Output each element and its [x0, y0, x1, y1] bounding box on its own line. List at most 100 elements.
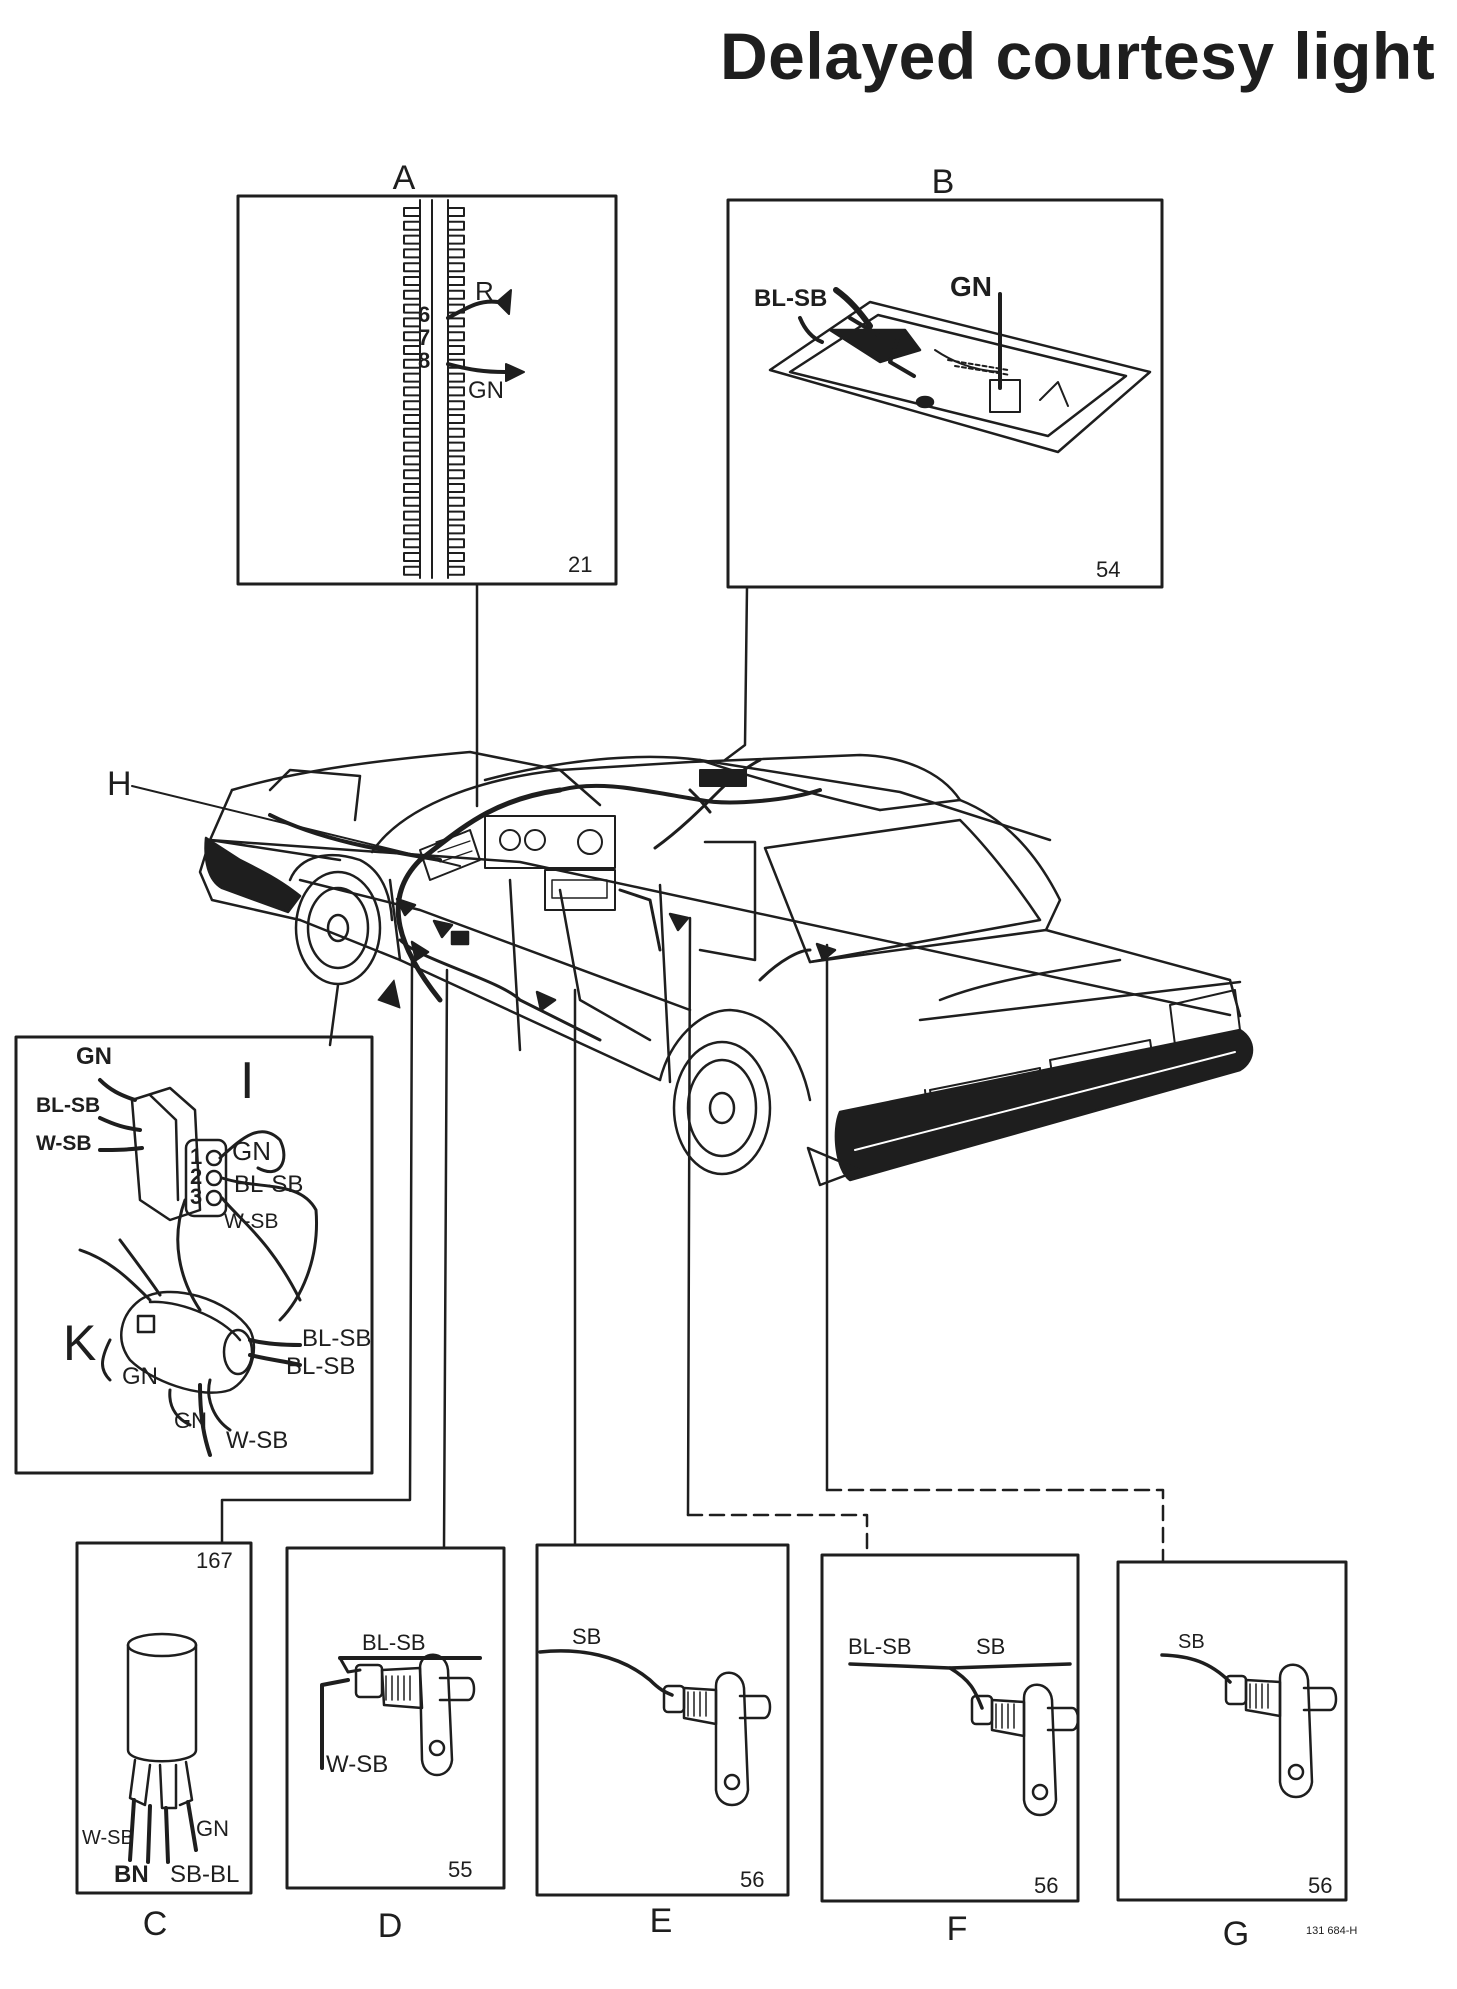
wire-label: BL-SB	[286, 1353, 355, 1380]
terminal-clip-icon	[403, 207, 421, 217]
wire-label: GN	[174, 1408, 207, 1433]
terminal-clip-icon	[447, 538, 465, 549]
terminal-clip-icon	[447, 496, 465, 507]
panel-f-page-number: 56	[1034, 1873, 1058, 1898]
terminal-clip-icon	[403, 469, 421, 480]
panel-a-page-number: 21	[568, 552, 592, 577]
pin-1-label: 1	[190, 1144, 202, 1169]
terminal-clip-icon	[447, 345, 465, 355]
door-switch-icon	[848, 1662, 1080, 1817]
connector-label-i: I	[240, 1052, 254, 1110]
label-h: H	[107, 765, 132, 803]
wire-w-sb-label: W-SB	[326, 1751, 388, 1778]
terminal-clip-icon	[403, 483, 421, 493]
terminal-clip-icon	[403, 303, 421, 314]
panel-g	[1116, 1560, 1348, 1902]
wire-label: W-SB	[36, 1132, 92, 1155]
panel-d	[285, 1546, 506, 1890]
terminal-clip-icon	[447, 289, 465, 300]
wire-label: BL-SB	[36, 1094, 100, 1117]
terminal-clip-icon	[403, 372, 421, 383]
terminal-clip-icon	[403, 400, 421, 411]
wire-label: GN	[76, 1043, 112, 1070]
wire-r-label: R	[475, 276, 494, 306]
wire-sb-label: SB	[572, 1624, 601, 1649]
fuse-terminal-strip-icon	[403, 199, 465, 579]
panel-a	[236, 194, 618, 586]
panel-c	[75, 1541, 253, 1895]
door-switch-icon	[538, 1649, 772, 1807]
wire-w-sb-label: W-SB	[82, 1827, 134, 1849]
terminal-clip-icon	[447, 386, 465, 397]
terminal-clip-icon	[447, 317, 465, 328]
terminal-clip-icon	[447, 441, 465, 452]
wire-gn-label: GN	[468, 377, 504, 404]
terminal-clip-icon	[403, 510, 421, 521]
door-switch-icon	[320, 1653, 482, 1777]
panel-f-label: F	[947, 1910, 968, 1948]
panel-a-label: A	[393, 159, 416, 197]
wire-gn	[446, 362, 507, 374]
terminal-clip-icon	[403, 538, 421, 549]
wire-label: BL-SB	[234, 1171, 303, 1198]
terminal-clip-icon	[447, 234, 465, 245]
panel-d-page-number: 55	[448, 1857, 472, 1882]
connector-icon	[98, 1078, 319, 1322]
terminal-clip-icon	[403, 289, 421, 300]
terminal-clip-icon	[403, 317, 421, 328]
arrow-gn-icon	[505, 363, 525, 382]
terminal-clip-icon	[403, 234, 421, 245]
terminal-clip-icon	[403, 386, 421, 397]
pin-3-label: 3	[190, 1184, 202, 1209]
wire-label: GN	[122, 1363, 158, 1390]
panel-b-label: B	[932, 163, 955, 201]
pin-7-label: 7	[418, 325, 430, 350]
terminal-clip-icon	[447, 207, 465, 217]
pin-2-label: 2	[190, 1164, 202, 1189]
terminal-clip-icon	[447, 248, 465, 259]
terminal-clip-icon	[447, 400, 465, 411]
terminal-clip-icon	[403, 565, 421, 576]
terminal-clip-icon	[447, 220, 465, 231]
terminal-clip-icon	[403, 345, 421, 355]
wire-bl-sb-label: BL-SB	[362, 1630, 426, 1655]
wire-bl-sb-label: BL-SB	[754, 285, 827, 312]
leader-lines	[220, 582, 1165, 1564]
terminal-clip-icon	[403, 455, 421, 466]
terminal-clip-icon	[403, 248, 421, 259]
terminal-clip-icon	[447, 469, 465, 480]
panel-b	[726, 198, 1164, 589]
terminal-clip-icon	[403, 441, 421, 452]
terminal-clip-icon	[403, 358, 421, 369]
arrow-icon	[535, 990, 557, 1012]
terminal-clip-icon	[447, 427, 465, 438]
terminal-clip-icon	[403, 262, 421, 273]
wire-gn-label: GN	[196, 1816, 229, 1841]
wire-gn-label: GN	[950, 271, 992, 302]
terminal-clip-icon	[447, 372, 465, 383]
terminal-clip-icon	[447, 276, 465, 286]
wire-label: BL-SB	[302, 1325, 371, 1352]
wire-sb-bl-label: SB-BL	[170, 1861, 239, 1888]
wire-sb-label: SB	[1178, 1631, 1205, 1653]
terminal-clip-icon	[447, 552, 465, 562]
arrow-r-icon	[496, 289, 512, 315]
wire-label: W-SB	[226, 1427, 288, 1454]
h-leader-line	[131, 785, 461, 867]
panel-e-page-number: 56	[740, 1867, 764, 1892]
arrow-icon	[395, 897, 417, 917]
terminal-clip-icon	[447, 565, 465, 576]
panel-c-page-number: 167	[196, 1548, 233, 1573]
relay-icon	[78, 1198, 302, 1457]
terminal-clip-icon	[447, 510, 465, 521]
terminal-clip-icon	[403, 524, 421, 535]
wire-label: GN	[232, 1136, 271, 1166]
panel-e-label: E	[650, 1902, 673, 1940]
dome-light-icon	[768, 287, 1152, 454]
car-illustration	[198, 750, 1254, 1187]
wire-r	[446, 299, 500, 320]
terminal-clip-icon	[403, 276, 421, 286]
reference-code: 131 684-H	[1306, 1925, 1357, 1937]
arrow-icon	[410, 940, 430, 962]
terminal-clip-icon	[447, 524, 465, 535]
